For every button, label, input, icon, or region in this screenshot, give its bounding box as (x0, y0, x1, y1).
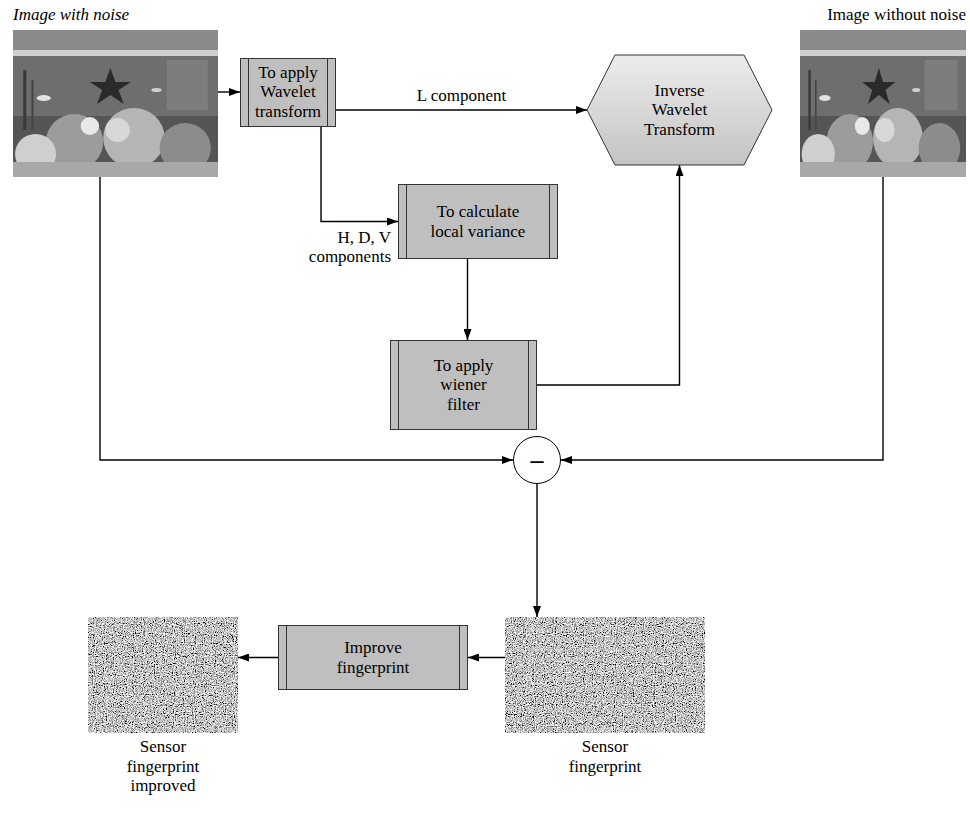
photo-image: Image without noise (800, 30, 966, 177)
side-bar (459, 626, 460, 689)
hexagon-shape (587, 55, 772, 165)
noise-pattern (88, 617, 238, 733)
arrow-connector (536, 484, 537, 617)
side-bar (327, 59, 328, 126)
process-box: To apply Wavelet transform (240, 58, 336, 127)
side-bar (549, 185, 550, 258)
side-bar (248, 59, 249, 126)
side-bar (286, 626, 287, 689)
arrow-connector (336, 109, 587, 110)
box-label: To apply wiener filter (424, 356, 504, 415)
edge-label: H, D, V components (271, 228, 393, 267)
arrow-connector (467, 259, 468, 340)
box-label: Improve fingerprint (323, 638, 423, 677)
noise-pattern (505, 617, 705, 733)
noise-image: Sensor fingerprint (505, 617, 705, 733)
side-bar (528, 341, 529, 429)
side-bar (406, 185, 407, 258)
hexagon-box: Inverse Wavelet Transform (587, 55, 772, 165)
side-bar (398, 341, 399, 429)
edge-label: L component (415, 86, 509, 106)
arrow-connector (321, 127, 398, 222)
arrow-connector (218, 91, 240, 92)
process-box: To apply wiener filter (390, 340, 537, 430)
image-caption: Image with noise (13, 5, 218, 25)
image-caption: Sensor fingerprint improved (113, 737, 213, 796)
operator-symbol: – (531, 447, 544, 473)
connector-group (100, 92, 883, 658)
process-box: To calculate local variance (398, 184, 558, 259)
box-label: To calculate local variance (428, 202, 528, 241)
box-label: Inverse Wavelet Transform (635, 81, 725, 140)
image-caption: Image without noise (800, 5, 966, 25)
subtract-circle: – (513, 436, 561, 484)
aquarium-photo (800, 30, 966, 177)
image-caption: Sensor fingerprint (555, 737, 655, 776)
arrow-connector (468, 657, 505, 658)
noise-image: Sensor fingerprint improved (88, 617, 238, 733)
process-box: Improve fingerprint (278, 625, 468, 690)
arrow-connector (561, 177, 883, 460)
box-label: To apply Wavelet transform (252, 63, 324, 122)
photo-image: Image with noise (13, 30, 218, 177)
arrow-connector (537, 165, 680, 385)
arrow-connector (238, 657, 278, 658)
aquarium-photo (13, 30, 218, 177)
